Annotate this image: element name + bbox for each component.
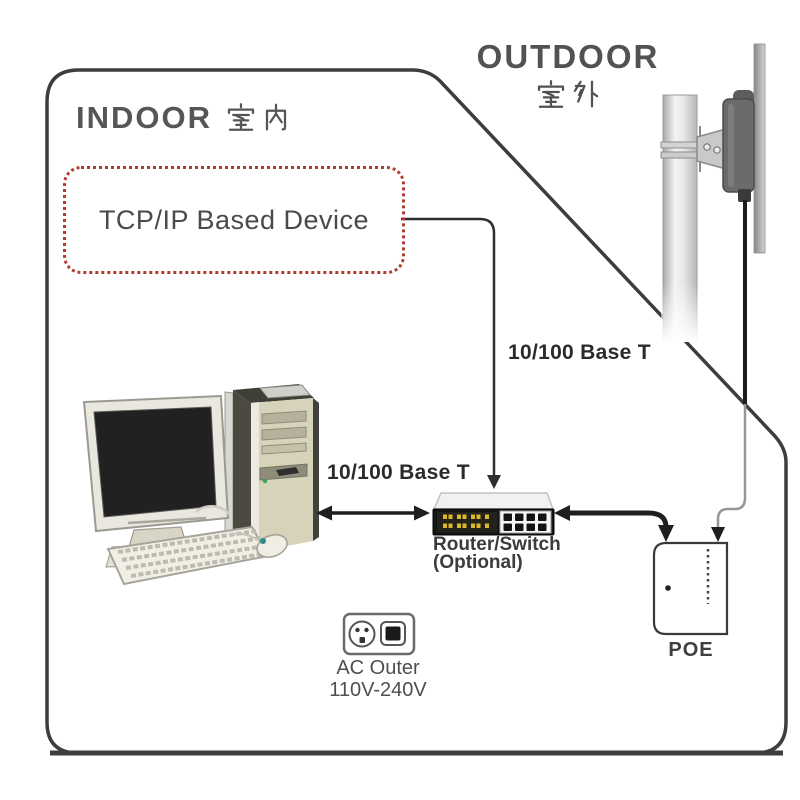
arrowhead-left bbox=[316, 505, 332, 521]
outdoor-chinese-label bbox=[536, 80, 601, 110]
arrowhead-left bbox=[554, 505, 570, 521]
baset-label-vertical-cable: 10/100 Base T bbox=[508, 341, 651, 364]
mouse-icon bbox=[228, 532, 288, 558]
router-led-lights bbox=[443, 514, 489, 528]
arrowhead-right bbox=[414, 505, 430, 521]
tcpip-device-label: TCP/IP Based Device bbox=[98, 204, 370, 235]
outdoor-label-text: OUTDOOR bbox=[476, 38, 660, 75]
antenna-body-icon bbox=[722, 90, 755, 202]
power-outlet-label-line2: 110V-240V bbox=[329, 679, 427, 701]
monitor-icon bbox=[82, 394, 230, 568]
tcpip-to-router-cable bbox=[401, 217, 501, 489]
indoor-zone-label: INDOOR bbox=[76, 100, 291, 136]
router-switch-icon bbox=[432, 492, 555, 536]
antenna-blade-icon bbox=[753, 43, 766, 254]
keyboard-cable bbox=[195, 505, 231, 516]
pc-to-router-arrow bbox=[316, 505, 430, 521]
arrowhead-down bbox=[711, 527, 725, 542]
panel-antenna-on-pole-icon bbox=[660, 43, 766, 342]
glyph-shi bbox=[227, 103, 255, 131]
pole-icon bbox=[660, 94, 700, 342]
indoor-boundary-outline bbox=[45, 68, 788, 756]
poe-injector-icon bbox=[652, 541, 729, 636]
desktop-computer-icon bbox=[82, 384, 319, 586]
router-to-poe-arrow bbox=[554, 505, 674, 542]
poe-label: POE bbox=[668, 639, 714, 661]
router-switch-label-line1: Router/Switch bbox=[433, 534, 561, 555]
indoor-label-text: INDOOR bbox=[76, 100, 212, 135]
power-outlet-label-line1: AC Outer bbox=[336, 657, 420, 679]
router-ports bbox=[503, 513, 547, 531]
baset-label-pc-cable: 10/100 Base T bbox=[327, 461, 470, 484]
arrowhead-down bbox=[487, 475, 501, 489]
power-outlet-label: AC Outer 110V-240V bbox=[312, 657, 444, 701]
glyph-wai bbox=[573, 80, 598, 108]
glyph-shi bbox=[537, 80, 564, 108]
arrowhead-down bbox=[658, 525, 674, 542]
tower-icon bbox=[224, 384, 319, 553]
router-switch-label: Router/Switch (Optional) bbox=[433, 534, 561, 573]
outdoor-zone-label: OUTDOOR bbox=[468, 38, 668, 110]
indoor-chinese-label bbox=[226, 103, 291, 133]
tcpip-device-box: TCP/IP Based Device bbox=[63, 166, 405, 274]
glyph-nei bbox=[265, 103, 287, 131]
antenna-to-poe-cable bbox=[711, 200, 747, 542]
router-switch-label-line2: (Optional) bbox=[433, 552, 523, 573]
power-outlet-icon bbox=[342, 612, 416, 656]
